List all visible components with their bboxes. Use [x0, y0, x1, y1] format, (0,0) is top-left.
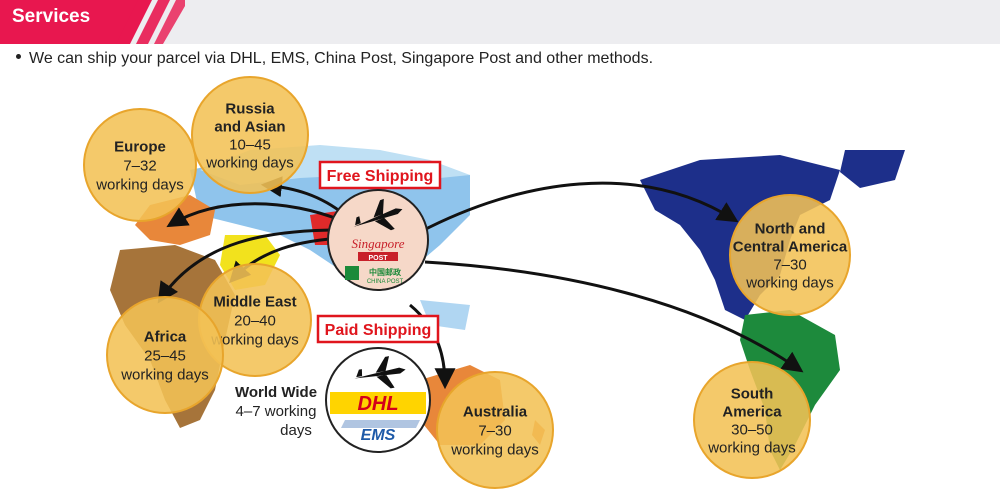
region-label-line: 10–45	[229, 136, 271, 153]
region-label-line: working days	[120, 366, 209, 383]
worldwide-line2: 4–7 working	[236, 403, 317, 420]
region-label-line: Europe	[114, 138, 166, 155]
post-tag-label: POST	[368, 255, 388, 262]
region-label-line: 7–32	[123, 157, 156, 174]
region-label-line: Middle East	[213, 293, 296, 310]
greenland-region	[840, 150, 905, 188]
region-label-line: North and	[755, 220, 826, 237]
worldwide-note: World Wide 4–7 working days	[235, 384, 317, 439]
dhl-logo	[330, 392, 426, 414]
region-label-line: working days	[707, 439, 796, 456]
region-label-line: and Asian	[214, 118, 285, 135]
region-label-line: working days	[95, 176, 184, 193]
china-post-label: CHINA POST	[367, 279, 404, 285]
region-label-line: Australia	[463, 403, 528, 420]
region-label-line: 20–40	[234, 312, 276, 329]
header-tab	[0, 0, 185, 44]
section-header: Services	[0, 0, 1000, 44]
worldwide-line3: days	[280, 422, 312, 439]
region-label-line: Russia	[225, 100, 275, 117]
ems-stripe	[341, 420, 420, 428]
region-label-line: 25–45	[144, 347, 186, 364]
region-circle	[106, 296, 224, 414]
airplane-icon	[354, 356, 406, 389]
arrow-to-australia	[409, 303, 456, 390]
region-label-line: working days	[745, 274, 834, 291]
region-label-line: Central America	[733, 238, 848, 255]
free-shipping-badge: Free Shipping	[318, 160, 442, 190]
region-label-line: 7–30	[773, 256, 806, 273]
airplane-icon	[353, 198, 403, 231]
arrow-to-south-america	[424, 260, 804, 373]
region-australia: Australia 7–30 working days	[436, 371, 554, 489]
region-label-line: working days	[205, 154, 294, 171]
region-circle	[191, 76, 309, 194]
region-label-line: South	[731, 385, 774, 402]
ems-label: EMS	[361, 427, 396, 444]
arrow-to-north-america	[419, 181, 739, 234]
intro-text-content: We can ship your parcel via DHL, EMS, Ch…	[29, 50, 654, 67]
region-circle	[729, 194, 851, 316]
free-shipping-label: Free Shipping	[327, 168, 434, 185]
section-title: Services	[12, 6, 91, 27]
bullet-icon	[16, 54, 21, 60]
worldwide-line1: World Wide	[235, 384, 317, 401]
region-label-line: America	[722, 403, 782, 420]
free-carrier-circle: Singapore POST 中国邮政 CHINA POST	[327, 189, 429, 291]
region-label-line: working days	[450, 441, 539, 458]
post-tag	[358, 252, 398, 261]
paid-carrier-circle: DHL EMS	[325, 347, 431, 453]
region-label-line: Africa	[144, 328, 187, 345]
region-middle-east: Middle East 20–40 working days	[198, 263, 312, 377]
region-circle	[436, 371, 554, 489]
paid-shipping-badge: Paid Shipping	[316, 314, 440, 344]
region-circle	[83, 108, 197, 222]
region-circle	[693, 361, 811, 479]
region-label-line: 7–30	[478, 422, 511, 439]
singapore-post-label: Singapore	[352, 236, 405, 251]
arrow-to-africa-a	[157, 228, 341, 304]
intro-text: We can ship your parcel via DHL, EMS, Ch…	[16, 50, 653, 68]
region-label-line: 30–50	[731, 421, 773, 438]
arrow-to-europe	[166, 202, 341, 228]
paid-shipping-label: Paid Shipping	[325, 322, 432, 339]
region-africa: Africa 25–45 working days	[106, 296, 224, 414]
china-post-cn-label: 中国邮政	[369, 267, 401, 277]
china-post-logo	[345, 266, 359, 280]
region-label-line: working days	[210, 331, 299, 348]
dhl-label: DHL	[357, 393, 398, 415]
region-europe: Europe 7–32 working days	[83, 108, 197, 222]
